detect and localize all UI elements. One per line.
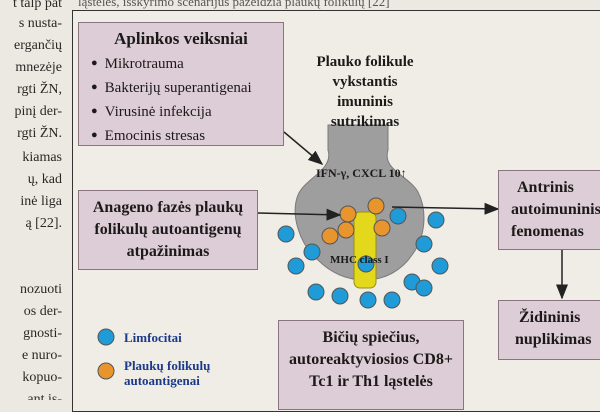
lymphocyte-dot xyxy=(427,211,445,229)
autoantigen-dot xyxy=(337,221,355,239)
legend-lymphocytes-label: Limfocitai xyxy=(124,330,182,345)
left-text-line: pinį der- xyxy=(14,104,62,119)
lymphocyte-dot xyxy=(383,291,401,309)
mhc-class-i-bar xyxy=(353,211,377,289)
environmental-factors-title: Aplinkos veiksniai xyxy=(114,29,248,48)
box-line: nuplikimas xyxy=(515,331,592,348)
left-text-line: ergančių xyxy=(14,38,62,53)
left-text-line: e nuro- xyxy=(21,348,62,363)
diagram-graphics xyxy=(97,124,568,380)
box-line: Tc1 ir Th1 ląstelės xyxy=(309,373,433,390)
legend-line: Plaukų folikulų xyxy=(124,358,211,373)
left-text-line: ų, kad xyxy=(27,172,62,187)
lymphocyte-dot xyxy=(415,279,433,297)
left-text-line: nozuoti xyxy=(20,282,62,297)
left-text-line: os der- xyxy=(23,304,62,319)
follicle-disorder-title: Plauko folikule vykstantis imuninis sutr… xyxy=(290,52,440,132)
box-line: Antrinis xyxy=(517,179,574,196)
top-text: ląstelės, išskyrimo scenarijus pažeidžia… xyxy=(78,0,390,9)
lymphocyte-dot xyxy=(331,287,349,305)
autoantigen-dot xyxy=(321,227,339,245)
title-line: vykstantis xyxy=(332,74,398,90)
list-item: Bakterijų superantigenai xyxy=(91,77,283,101)
box-line: folikulų autoantigenų xyxy=(94,221,242,238)
legend-lymphocyte-dot xyxy=(97,328,115,346)
autoantigen-dot xyxy=(367,197,385,215)
legend-autoantigens-label: Plaukų folikulų autoantigenai xyxy=(124,358,210,388)
left-text-line: ant is- xyxy=(27,392,62,400)
focal-hair-loss-box: Židininis nuplikimas xyxy=(498,300,600,360)
title-line: sutrikimas xyxy=(330,114,400,130)
lymphocyte-dot xyxy=(277,225,295,243)
autoantigen-dot xyxy=(339,205,357,223)
left-text-line: kopuo- xyxy=(22,370,62,385)
left-text-line: rgti ŽN, xyxy=(17,82,62,97)
lymphocyte-dot xyxy=(359,291,377,309)
legend-line: autoantigenai xyxy=(124,373,200,388)
left-text-line: ą [22]. xyxy=(25,216,62,231)
left-text-line: mnezėje xyxy=(15,60,62,75)
left-text-line: inė liga xyxy=(20,194,62,209)
lymphocyte-dot xyxy=(307,283,325,301)
left-text-line: s nusta- xyxy=(18,16,62,31)
arrow-anagen-to-follicle xyxy=(257,208,342,221)
lymphocyte-dot xyxy=(415,235,433,253)
arrow-env-to-follicle xyxy=(283,131,324,165)
secondary-autoimmune-box: Antrinis autoimuninis fenomenas xyxy=(498,170,600,250)
left-column-text: t talp pat s nusta- ergančių mnezėje rgt… xyxy=(0,0,66,400)
list-item: Virusinė infekcija xyxy=(91,101,283,125)
autoantigen-dot xyxy=(373,219,391,237)
title-line: imuninis xyxy=(337,94,393,110)
box-line: Anageno fazės plaukų xyxy=(92,199,244,216)
left-text-line: t talp pat xyxy=(13,0,62,11)
box-line: Bičių spiečius, xyxy=(322,329,420,346)
lymphocyte-dot xyxy=(303,243,321,261)
box-line: Židininis xyxy=(519,309,581,326)
ifn-cxcl-label: IFN-γ, CXCL 10↑ xyxy=(316,166,407,180)
box-line: atpažinimas xyxy=(126,243,210,260)
title-line: Plauko folikule xyxy=(316,54,414,70)
environmental-factors-box: Aplinkos veiksniai Mikrotrauma Bakterijų… xyxy=(78,22,284,146)
left-text-line: gnosti- xyxy=(23,326,62,341)
legend-autoantigen-dot xyxy=(97,362,115,380)
list-item: Emocinis stresas xyxy=(91,125,283,149)
lymphocyte-dot xyxy=(287,257,305,275)
box-line: autoreaktyviosios CD8+ xyxy=(289,351,453,368)
lymphocyte-dot xyxy=(431,257,449,275)
lymphocyte-dot xyxy=(389,207,407,225)
left-text-line: rgti ŽN. xyxy=(17,126,62,141)
list-item: Mikrotrauma xyxy=(91,53,283,77)
environmental-factors-list: Mikrotrauma Bakterijų superantigenai Vir… xyxy=(91,53,283,149)
mhc-class-label: MHC class I xyxy=(330,254,389,266)
anagen-recognition-box: Anageno fazės plaukų folikulų autoantige… xyxy=(78,190,258,270)
left-text-line: kiamas xyxy=(22,150,62,165)
box-line: autoimuninis xyxy=(511,201,600,218)
box-line: fenomenas xyxy=(511,223,584,240)
bee-swarm-box: Bičių spiečius, autoreaktyviosios CD8+ T… xyxy=(278,320,464,410)
lymphocyte-dot xyxy=(357,255,375,273)
arrow-follicle-to-secondary xyxy=(391,202,500,215)
